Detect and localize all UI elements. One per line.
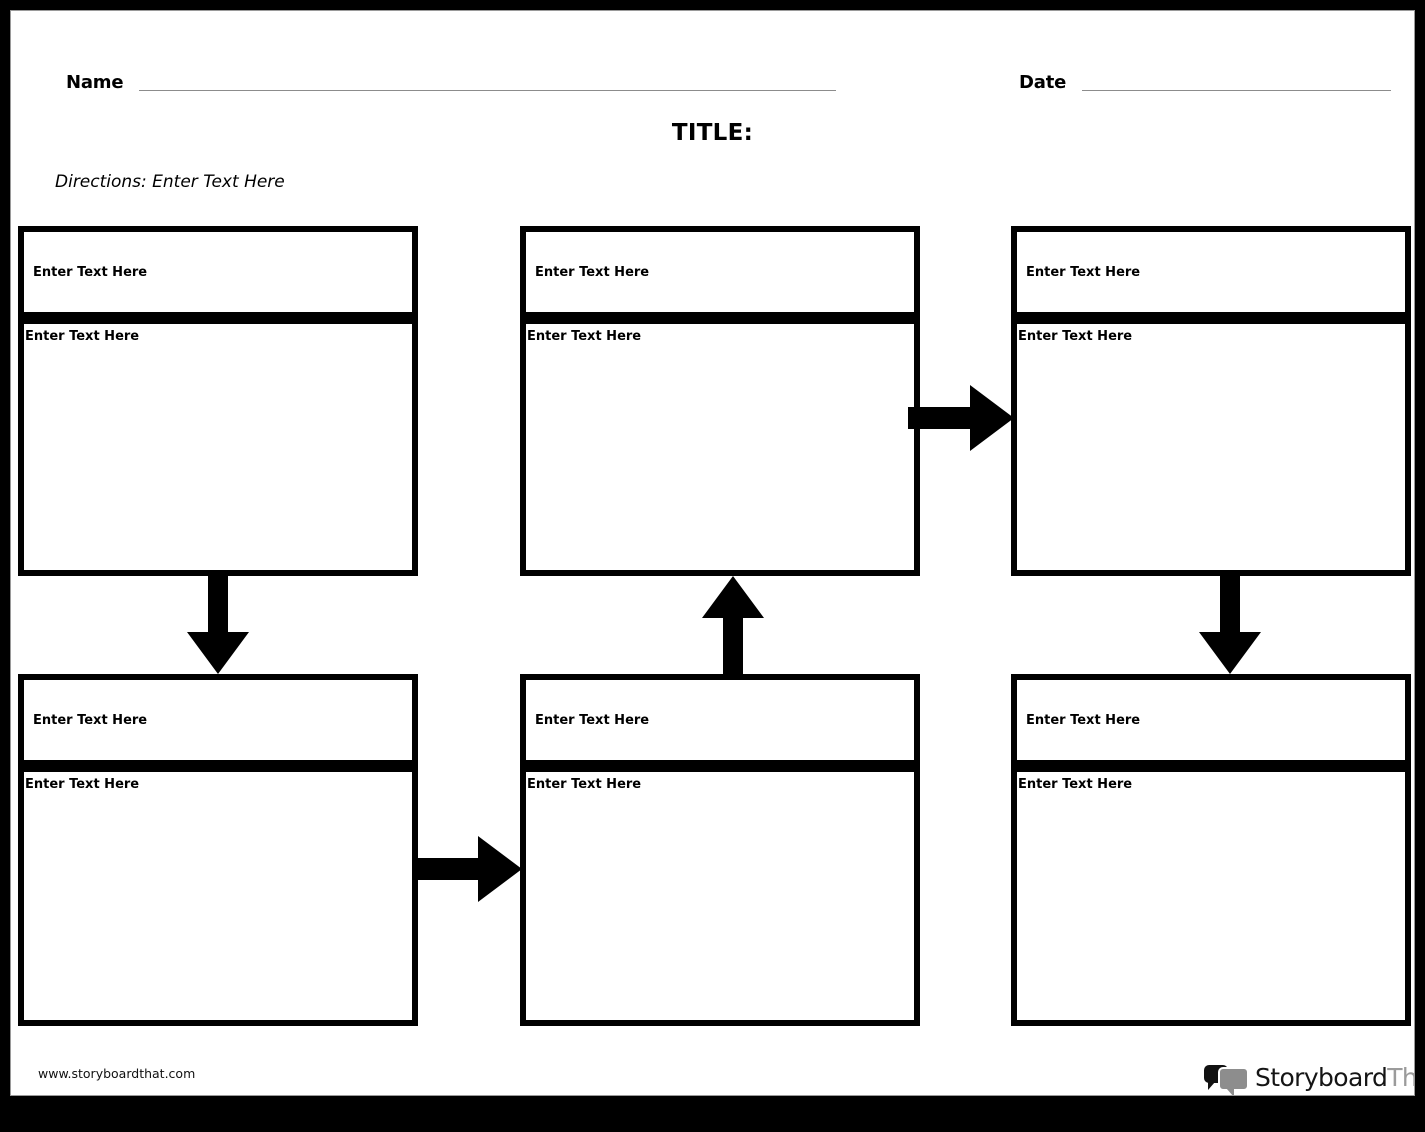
cell-r2c3-header[interactable]: Enter Text Here <box>1011 674 1411 766</box>
cell-r2c1-header-text: Enter Text Here <box>33 712 148 728</box>
cell-r2c2-header-text: Enter Text Here <box>535 712 650 728</box>
cell-r2c3-body-text: Enter Text Here <box>1018 777 1133 792</box>
cell-r1c1[interactable]: Enter Text Here Enter Text Here <box>18 226 418 576</box>
brand-name-primary: Storyboard <box>1255 1062 1388 1092</box>
cell-r1c2-header-text: Enter Text Here <box>535 264 650 280</box>
cell-r1c3-header[interactable]: Enter Text Here <box>1011 226 1411 318</box>
cell-r2c2-body[interactable]: Enter Text Here <box>520 766 920 1026</box>
cell-r1c2[interactable]: Enter Text Here Enter Text Here <box>520 226 920 576</box>
cell-r1c3-body[interactable]: Enter Text Here <box>1011 318 1411 576</box>
cell-r1c1-body[interactable]: Enter Text Here <box>18 318 418 576</box>
arrow-down-icon-col1 <box>173 574 263 676</box>
name-label: Name <box>66 72 124 93</box>
worksheet-page: Name Date TITLE: Directions: Enter Text … <box>11 11 1414 1095</box>
speech-bubble-gray-icon <box>1218 1067 1249 1095</box>
flow-chart-area: Enter Text Here Enter Text Here Enter Te… <box>11 11 1414 1095</box>
cell-r1c2-header[interactable]: Enter Text Here <box>520 226 920 318</box>
cell-r2c1-body-text: Enter Text Here <box>25 777 140 792</box>
name-field-group[interactable]: Name <box>66 72 836 95</box>
cell-r2c3[interactable]: Enter Text Here Enter Text Here <box>1011 674 1411 1026</box>
cell-r2c1[interactable]: Enter Text Here Enter Text Here <box>18 674 418 1026</box>
cell-r1c3-body-text: Enter Text Here <box>1018 329 1133 344</box>
cell-r1c1-body-text: Enter Text Here <box>25 329 140 344</box>
date-field-group[interactable]: Date <box>1019 72 1391 95</box>
cell-r1c2-body[interactable]: Enter Text Here <box>520 318 920 576</box>
cell-r2c1-header[interactable]: Enter Text Here <box>18 674 418 766</box>
worksheet-title[interactable]: TITLE: <box>671 120 754 146</box>
arrow-up-icon-col2 <box>688 574 778 676</box>
arrow-down-icon-col3 <box>1185 574 1275 676</box>
cell-r1c1-header[interactable]: Enter Text Here <box>18 226 418 318</box>
arrow-right-icon-row2 <box>416 825 524 913</box>
cell-r1c3[interactable]: Enter Text Here Enter Text Here <box>1011 226 1411 576</box>
cell-r1c1-header-text: Enter Text Here <box>33 264 148 280</box>
cell-r1c2-body-text: Enter Text Here <box>527 329 642 344</box>
storyboardthat-logo[interactable]: Storyboard That <box>1204 1057 1414 1095</box>
date-write-line[interactable] <box>1082 90 1391 91</box>
cell-r2c2-body-text: Enter Text Here <box>527 777 642 792</box>
cell-r2c1-body[interactable]: Enter Text Here <box>18 766 418 1026</box>
brand-name-secondary: That <box>1387 1062 1414 1092</box>
cell-r2c2-header[interactable]: Enter Text Here <box>520 674 920 766</box>
cell-r2c2[interactable]: Enter Text Here Enter Text Here <box>520 674 920 1026</box>
directions-text[interactable]: Directions: Enter Text Here <box>55 172 285 192</box>
footer-website-url[interactable]: www.storyboardthat.com <box>38 1066 196 1081</box>
arrow-right-icon-row1 <box>908 374 1016 462</box>
cell-r2c3-header-text: Enter Text Here <box>1026 712 1141 728</box>
name-write-line[interactable] <box>139 90 836 91</box>
date-label: Date <box>1019 72 1067 93</box>
cell-r1c3-header-text: Enter Text Here <box>1026 264 1141 280</box>
speech-bubbles-icon <box>1204 1063 1249 1095</box>
cell-r2c3-body[interactable]: Enter Text Here <box>1011 766 1411 1026</box>
